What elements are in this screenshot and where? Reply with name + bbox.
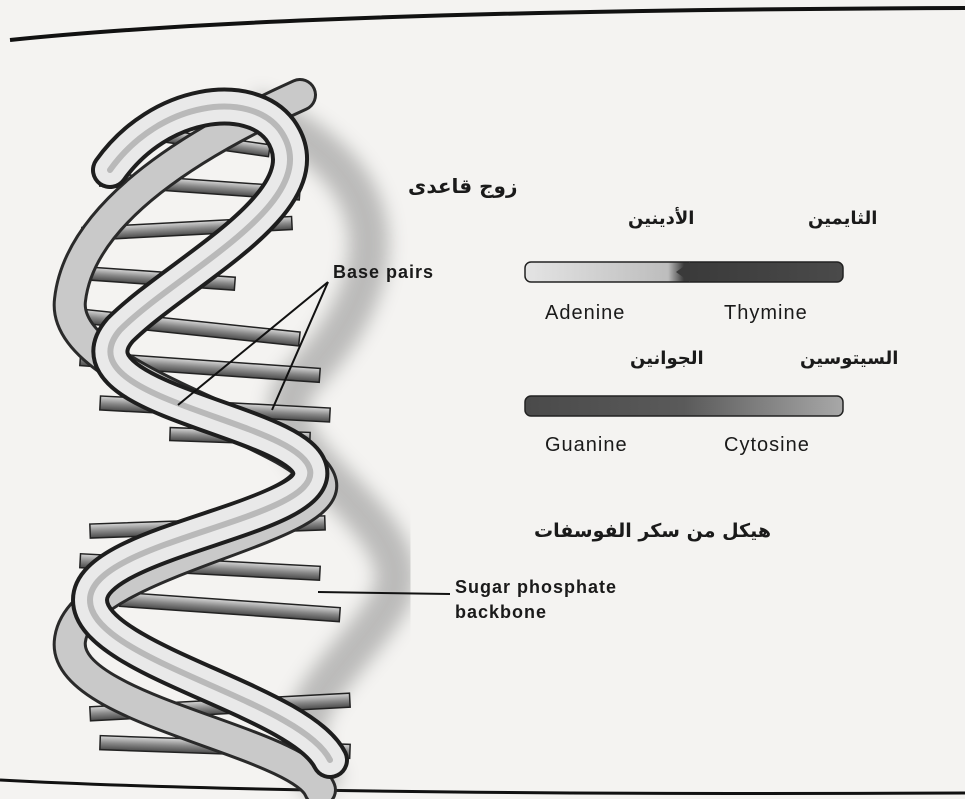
page-edge-bottom <box>0 780 965 793</box>
cytosine-label: Cytosine <box>724 434 810 457</box>
adenine-arabic-label: الأدينين <box>628 208 694 229</box>
guanine-arabic-label: الجوانين <box>630 348 704 369</box>
cytosine-arabic-label: السيتوسين <box>800 348 898 369</box>
guanine-cytosine-bar <box>525 396 843 416</box>
thymine-label: Thymine <box>724 302 808 325</box>
base-pairs-label: Base pairs <box>333 262 434 283</box>
adenine-label: Adenine <box>545 302 625 325</box>
page-edge-top <box>10 8 965 40</box>
backbone-arabic-label: هيكل من سكر الفوسفات <box>534 520 771 542</box>
rung <box>120 592 340 621</box>
guanine-label: Guanine <box>545 434 628 457</box>
backbone-pointer-line <box>318 592 450 594</box>
base-pair-arabic-label: زوج قاعدى <box>408 174 517 198</box>
thymine-arabic-label: الثايمين <box>808 208 877 229</box>
adenine-thymine-bar <box>525 262 843 282</box>
backbone-label-line1: Sugar phosphate <box>455 577 617 598</box>
backbone-label-line2: backbone <box>455 602 547 623</box>
